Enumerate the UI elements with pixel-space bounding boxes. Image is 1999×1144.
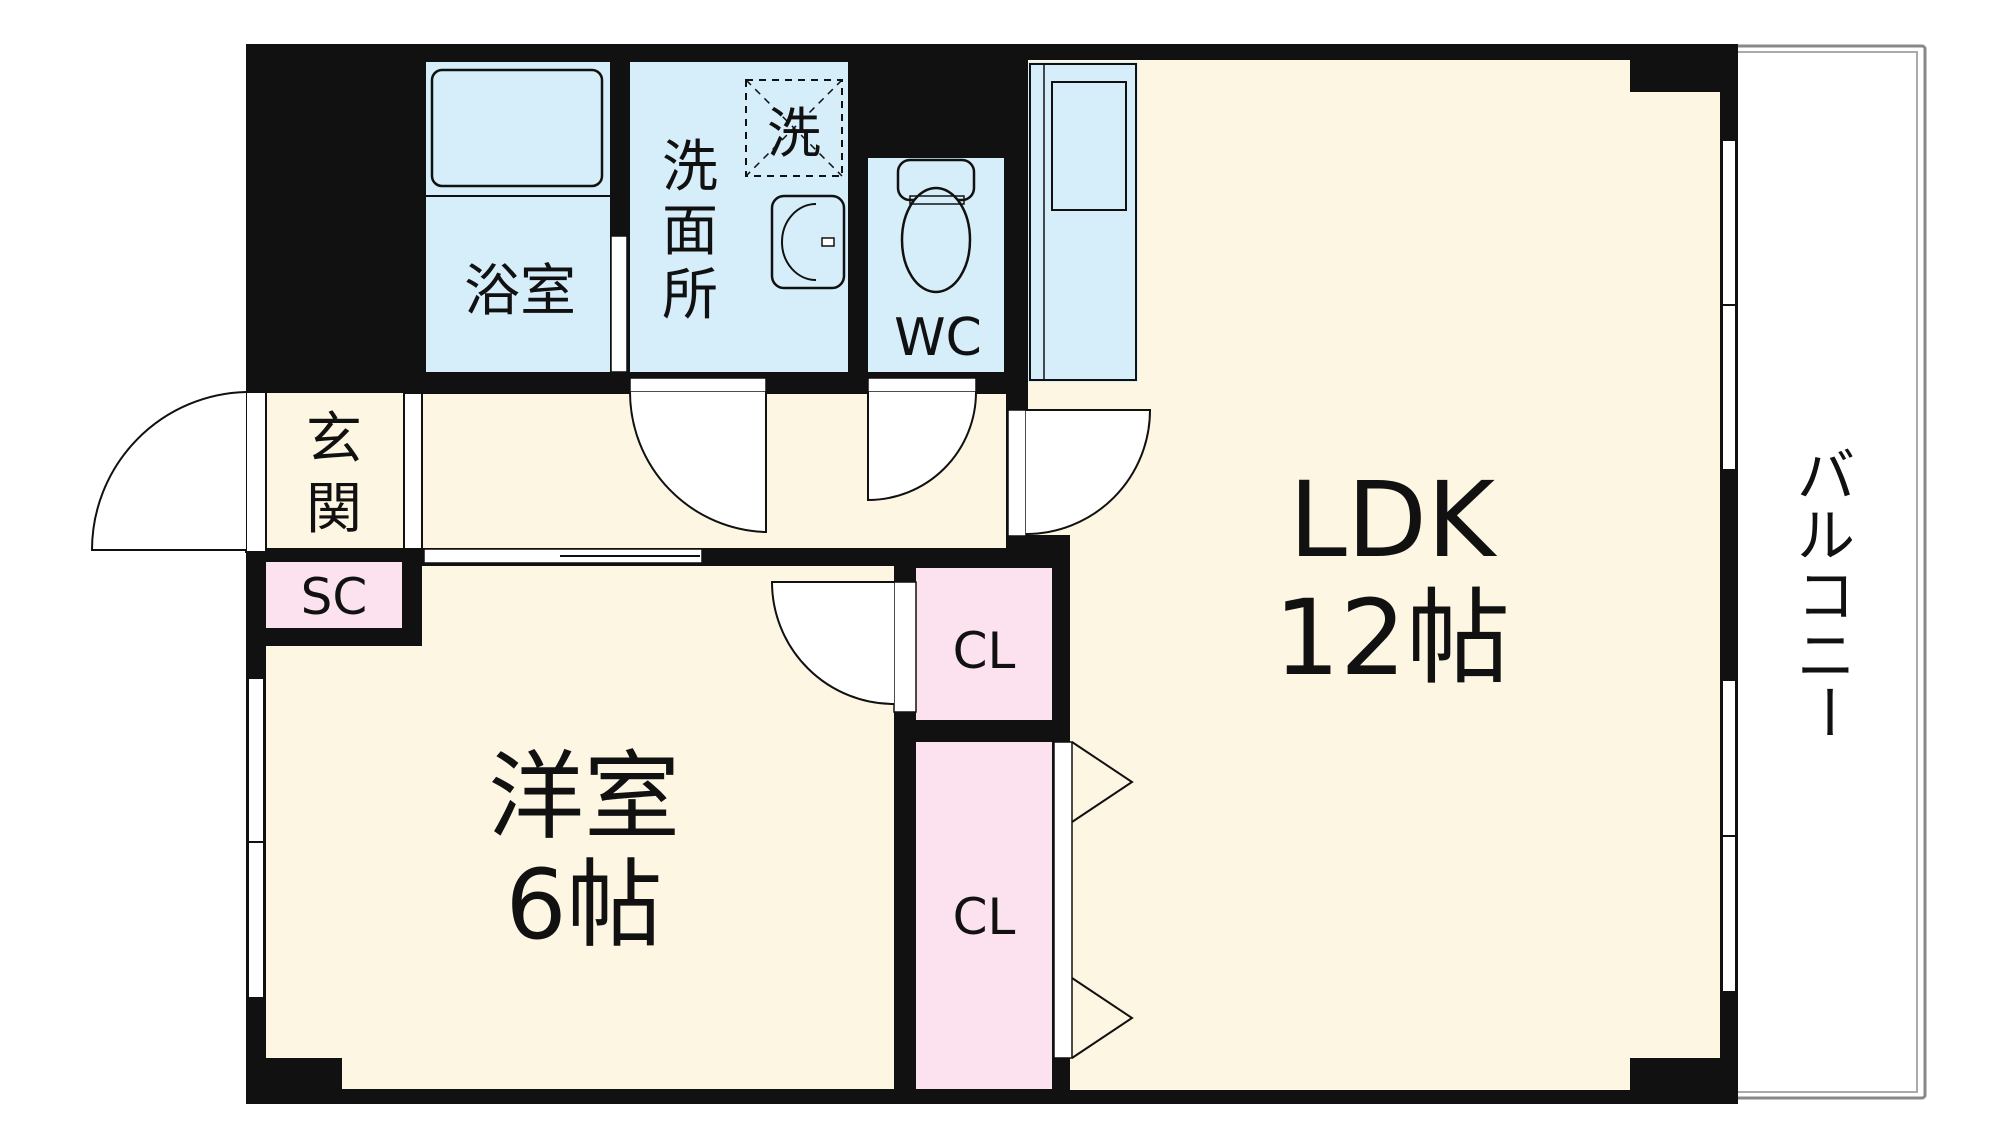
sc-label: SC	[301, 568, 368, 626]
ldk-corner-top	[1630, 60, 1720, 92]
wc-door-swing	[867, 391, 977, 502]
washroom-label-3: 所	[662, 263, 718, 328]
sc-wall-right	[402, 548, 422, 644]
bath-wash-door	[610, 235, 628, 373]
western-floor	[266, 562, 894, 1089]
cl-lower-label: CL	[953, 888, 1016, 946]
cl-lower-floor	[916, 742, 1052, 1089]
entrance-door	[90, 391, 267, 553]
cl-lower-fold-top	[1071, 741, 1134, 823]
toilet-bowl	[900, 186, 972, 294]
washroom-label-1: 洗	[662, 135, 718, 200]
balcony-label-4: ニ	[1797, 622, 1855, 690]
balcony-label-2: ル	[1797, 502, 1855, 570]
entrance-label-1: 玄	[306, 407, 362, 472]
wc-label: WC	[894, 308, 982, 368]
entrance-partition	[403, 392, 423, 554]
bath-label: 浴室	[464, 259, 576, 324]
western-corner-bottom	[266, 1058, 342, 1090]
washroom-door-swing	[629, 391, 767, 534]
cl-upper-floor	[916, 568, 1052, 720]
cl-lower-fold-bottom	[1071, 977, 1134, 1059]
washroom-door-frame	[629, 377, 767, 393]
ldk-door-swing	[1025, 409, 1152, 535]
wash-basin-bowl	[781, 203, 817, 281]
wc-door-frame	[867, 377, 977, 393]
wash-basin-tap	[821, 237, 835, 247]
western-size-label: 6帖	[505, 849, 662, 961]
kitchen-counter-outline	[1029, 63, 1137, 381]
balcony-label-5: ー	[1794, 683, 1862, 741]
sc-wall-bottom	[246, 628, 422, 646]
balcony-label-1: バ	[1797, 442, 1855, 510]
cl-wall-right	[1052, 548, 1070, 724]
washer-space	[745, 79, 843, 177]
cl-upper-label: CL	[953, 622, 1016, 680]
washer-diag-2	[745, 79, 843, 177]
entrance-label-2: 関	[306, 477, 362, 542]
kitchen-wall-left	[1010, 62, 1028, 382]
toilet-seat-line	[909, 195, 965, 205]
western-door-frame	[893, 581, 917, 713]
washer-label: 洗	[767, 102, 821, 165]
western-door-swing	[770, 581, 895, 705]
ldk-size-label: 12帖	[1274, 577, 1510, 699]
ldk-floor	[1070, 60, 1720, 1090]
cl-divider	[894, 720, 1070, 742]
wc-top-wall	[848, 62, 1028, 158]
western-label: 洋室	[488, 741, 680, 853]
ldk-door-frame	[1007, 409, 1027, 537]
bathtub	[430, 68, 604, 188]
western-window	[247, 677, 265, 999]
washroom-label-2: 面	[662, 199, 718, 264]
ldk-label: LDK	[1289, 459, 1498, 581]
cl-lower-door-frame	[1053, 741, 1073, 1059]
ldk-corner-bottom	[1630, 1058, 1720, 1090]
ldk-windows	[1721, 139, 1737, 993]
balcony-label-3: コ	[1797, 562, 1855, 630]
kitchen-sink	[1051, 81, 1127, 211]
sc-floor	[266, 562, 402, 628]
